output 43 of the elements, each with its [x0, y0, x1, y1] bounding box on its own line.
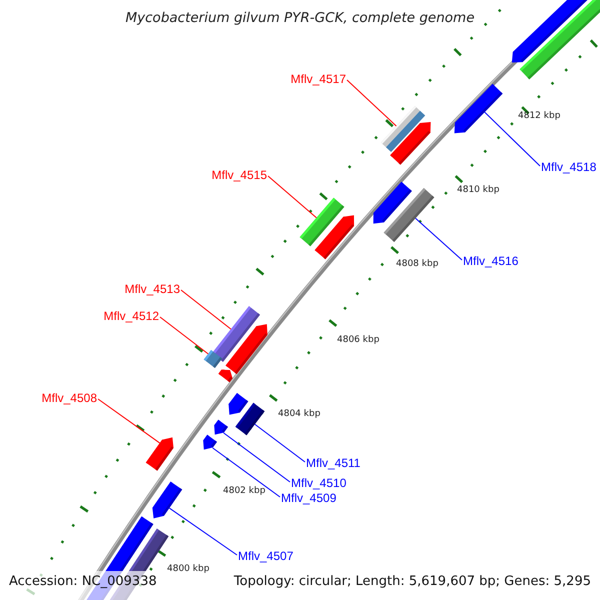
gene-feature-block — [214, 420, 228, 435]
gene-feature-block — [212, 306, 260, 362]
gene-feature-block — [380, 106, 426, 152]
gene-label: Mflv_4517 — [290, 72, 346, 86]
leader-line — [160, 316, 209, 354]
scale-label: 4800 kbp — [167, 564, 210, 575]
gene-feature-block — [204, 350, 222, 368]
scale-label: 4802 kbp — [223, 486, 266, 497]
title: Mycobacterium gilvum PYR-GCK, complete genome — [126, 10, 474, 26]
gene-feature-block — [235, 402, 265, 436]
leader-line — [268, 176, 317, 218]
scale-label: 4810 kbp — [457, 185, 500, 196]
scale-label: 4804 kbp — [278, 409, 320, 420]
genome-info-text: Topology: circular; Length: 5,619,607 bp; Genes: 5,295 — [234, 574, 591, 590]
scale-label: 4808 kbp — [396, 259, 438, 270]
accession-text: Accession: NC_009338 — [9, 574, 157, 590]
gene-label: Mflv_4516 — [463, 254, 518, 268]
leader-line — [212, 447, 280, 498]
gene-label: Mflv_4515 — [212, 168, 267, 182]
gene-label: Mflv_4510 — [291, 476, 346, 490]
gene-feature-block — [454, 84, 503, 134]
leader-line — [168, 508, 238, 556]
leader-line — [254, 424, 306, 462]
leader-line — [180, 290, 232, 330]
scale-label: 4812 kbp — [518, 111, 560, 122]
gene-feature-block — [203, 434, 217, 450]
gene-feature-block — [146, 437, 174, 471]
gene-label: Mflv_4509 — [281, 491, 336, 505]
gene-label: Mflv_4513 — [124, 282, 180, 296]
leader-line — [223, 432, 290, 482]
leader-line — [414, 218, 462, 260]
gene-feature-block — [300, 198, 344, 246]
gene-label: Mflv_4511 — [306, 456, 360, 470]
leader-line — [484, 112, 540, 166]
gene-label: Mflv_4512 — [104, 309, 159, 323]
gene-feature-block — [152, 482, 182, 518]
gene-label: Mflv_4508 — [42, 391, 97, 405]
gene-label: Mflv_4518 — [541, 160, 596, 174]
gene-label: Mflv_4507 — [238, 549, 294, 563]
scale-label: 4806 kbp — [337, 335, 380, 346]
leader-line — [98, 398, 160, 444]
leader-line — [346, 80, 397, 126]
gene-feature-block — [384, 188, 434, 242]
